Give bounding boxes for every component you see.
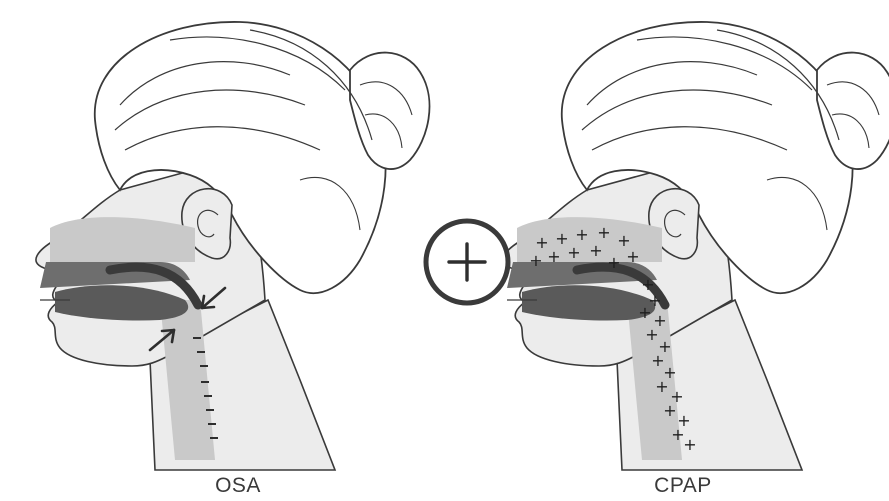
cpap-panel: +++ ++ +++ +++ +++ +++ +++ +++ ++ [426,22,889,470]
svg-text:+: + [663,401,676,420]
svg-text:+: + [589,241,602,260]
svg-text:+: + [655,377,668,396]
svg-text:+: + [547,247,560,266]
svg-text:+: + [626,247,639,266]
svg-text:+: + [597,223,610,242]
svg-text:+: + [607,253,620,272]
svg-text:+: + [645,325,658,344]
osa-label: OSA [178,474,298,498]
cpap-label: CPAP [623,474,743,498]
svg-text:+: + [529,251,542,270]
svg-text:+: + [683,435,696,454]
pressure-plus-icon [426,221,508,303]
osa-panel [36,22,430,470]
svg-text:+: + [567,243,580,262]
svg-text:+: + [575,225,588,244]
svg-text:+: + [638,303,651,322]
